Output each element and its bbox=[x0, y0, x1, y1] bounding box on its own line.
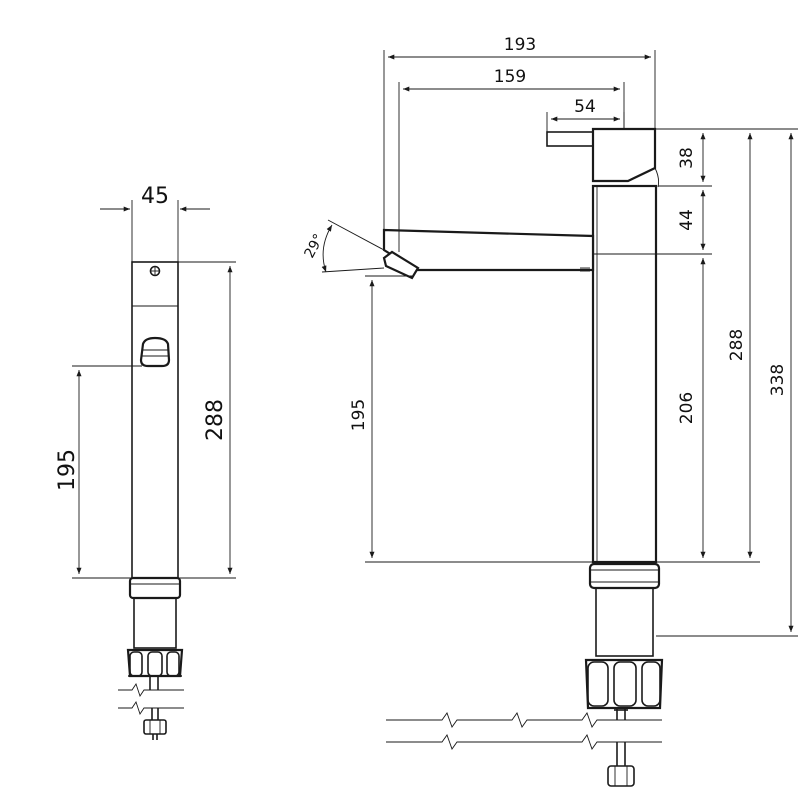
side-dim-spout-height: 195 bbox=[55, 365, 142, 579]
front-lever-handle bbox=[546, 131, 594, 147]
front-dim-body: 206 bbox=[656, 258, 760, 563]
front-dim-outlet-height: 195 bbox=[349, 275, 593, 563]
side-view: 45 288 195 bbox=[55, 184, 236, 740]
front-hose bbox=[386, 708, 662, 787]
front-dim-body-label: 206 bbox=[677, 392, 697, 424]
front-dim-spout-gap-label: 44 bbox=[677, 209, 697, 231]
front-dim-head: 38 bbox=[655, 128, 712, 187]
side-dim-height-label: 288 bbox=[203, 399, 228, 441]
side-body bbox=[131, 261, 179, 579]
front-base-collar bbox=[588, 562, 661, 657]
front-dim-head-label: 38 bbox=[677, 147, 697, 169]
front-dim-reach-spout-label: 159 bbox=[494, 67, 526, 87]
front-dim-handle-label: 54 bbox=[574, 97, 596, 117]
front-dim-outlet-height-label: 195 bbox=[349, 399, 369, 431]
front-dim-height-338: 338 bbox=[656, 128, 798, 637]
side-lock-nut bbox=[126, 648, 184, 678]
front-spout bbox=[382, 228, 656, 272]
front-dim-height-288: 288 bbox=[712, 128, 760, 558]
front-outlet-nozzle bbox=[382, 250, 420, 280]
front-body bbox=[591, 184, 658, 564]
front-lock-nut bbox=[584, 658, 664, 710]
front-dim-height-288-label: 288 bbox=[727, 329, 747, 361]
front-dim-reach-total-label: 193 bbox=[504, 35, 536, 55]
front-dim-height-338-label: 338 bbox=[768, 364, 788, 396]
front-head bbox=[591, 127, 660, 188]
side-dim-width: 45 bbox=[100, 184, 210, 262]
front-dim-handle: 54 bbox=[546, 97, 625, 132]
front-dim-reach-spout: 159 bbox=[398, 67, 625, 252]
side-aerator bbox=[139, 336, 171, 368]
front-view: 193 159 54 38 44 bbox=[302, 35, 798, 787]
side-dim-height: 288 bbox=[178, 261, 236, 579]
side-base-collar bbox=[128, 576, 182, 649]
front-dim-spout-gap: 44 bbox=[656, 190, 712, 255]
side-dim-spout-height-label: 195 bbox=[55, 449, 80, 491]
front-dim-reach-total: 193 bbox=[383, 35, 656, 230]
side-dim-width-label: 45 bbox=[141, 184, 169, 209]
side-hose bbox=[118, 676, 184, 740]
front-dim-angle: 29° bbox=[302, 219, 385, 273]
